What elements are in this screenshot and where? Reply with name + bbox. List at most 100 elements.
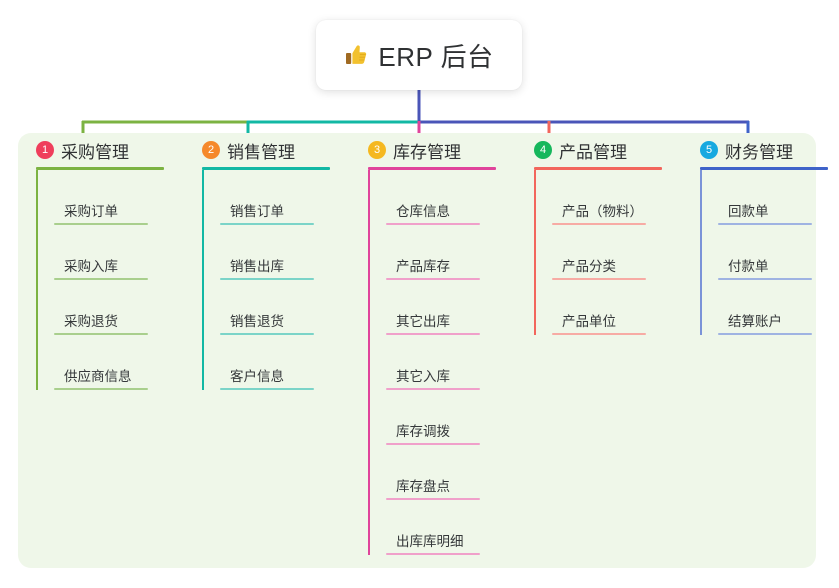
column-items-1: 采购订单采购入库采购退货供应商信息 bbox=[36, 170, 184, 390]
leaf-item[interactable]: 销售订单 bbox=[220, 170, 350, 225]
column-badge-1: 1 bbox=[36, 141, 54, 159]
leaf-item[interactable]: 库存盘点 bbox=[386, 445, 516, 500]
leaf-item[interactable]: 产品单位 bbox=[552, 280, 682, 335]
leaf-label: 采购退货 bbox=[64, 314, 118, 329]
leaf-item[interactable]: 客户信息 bbox=[220, 335, 350, 390]
column-title-4: 产品管理 bbox=[559, 142, 627, 162]
column-badge-2: 2 bbox=[202, 141, 220, 159]
column-rule-5 bbox=[700, 167, 828, 170]
leaf-item[interactable]: 采购订单 bbox=[54, 170, 184, 225]
leaf-item[interactable]: 付款单 bbox=[718, 225, 839, 280]
leaf-label: 付款单 bbox=[728, 259, 769, 274]
leaf-item[interactable]: 产品分类 bbox=[552, 225, 682, 280]
column-container: 1 采购管理采购订单采购入库采购退货供应商信息 2 销售管理销售订单销售出库销售退货客… bbox=[18, 133, 828, 568]
leaf-item[interactable]: 仓库信息 bbox=[386, 170, 516, 225]
leaf-label: 回款单 bbox=[728, 204, 769, 219]
column-title-3: 库存管理 bbox=[393, 142, 461, 162]
leaf-item[interactable]: 结算账户 bbox=[718, 280, 839, 335]
leaf-rule bbox=[386, 333, 480, 335]
leaf-rule bbox=[386, 498, 480, 500]
leaf-item[interactable]: 其它入库 bbox=[386, 335, 516, 390]
column-rule-1 bbox=[36, 167, 164, 170]
column-2: 2 销售管理销售订单销售出库销售退货客户信息 bbox=[184, 133, 350, 568]
leaf-rule bbox=[54, 388, 148, 390]
column-rule-2 bbox=[202, 167, 330, 170]
leaf-item[interactable]: 产品库存 bbox=[386, 225, 516, 280]
column-3: 3 库存管理仓库信息产品库存其它出库其它入库库存调拨库存盘点出库库明细 bbox=[350, 133, 516, 568]
leaf-label: 供应商信息 bbox=[64, 369, 132, 384]
root-node[interactable]: ERP 后台 bbox=[316, 20, 522, 90]
leaf-rule bbox=[718, 333, 812, 335]
leaf-rule bbox=[220, 388, 314, 390]
leaf-item[interactable]: 销售出库 bbox=[220, 225, 350, 280]
leaf-label: 库存调拨 bbox=[396, 424, 450, 439]
column-badge-5: 5 bbox=[700, 141, 718, 159]
leaf-label: 产品分类 bbox=[562, 259, 616, 274]
column-items-3: 仓库信息产品库存其它出库其它入库库存调拨库存盘点出库库明细 bbox=[368, 170, 516, 555]
leaf-label: 产品（物料） bbox=[562, 204, 643, 219]
leaf-rule bbox=[552, 223, 646, 225]
column-4: 4 产品管理产品（物料） 产品分类产品单位 bbox=[516, 133, 682, 568]
column-badge-4: 4 bbox=[534, 141, 552, 159]
column-spine-3 bbox=[368, 170, 370, 555]
leaf-rule bbox=[386, 278, 480, 280]
column-badge-3: 3 bbox=[368, 141, 386, 159]
leaf-rule bbox=[54, 278, 148, 280]
leaf-rule bbox=[386, 223, 480, 225]
column-items-5: 回款单付款单结算账户 bbox=[700, 170, 839, 335]
column-title-2: 销售管理 bbox=[227, 142, 295, 162]
thumbs-up-icon bbox=[344, 43, 368, 67]
column-spine-1 bbox=[36, 170, 38, 390]
leaf-item[interactable]: 采购入库 bbox=[54, 225, 184, 280]
column-items-2: 销售订单销售出库销售退货客户信息 bbox=[202, 170, 350, 390]
leaf-item[interactable]: 采购退货 bbox=[54, 280, 184, 335]
leaf-label: 销售订单 bbox=[230, 204, 284, 219]
leaf-item[interactable]: 出库库明细 bbox=[386, 500, 516, 555]
leaf-rule bbox=[386, 388, 480, 390]
leaf-label: 其它出库 bbox=[396, 314, 450, 329]
column-spine-5 bbox=[700, 170, 702, 335]
leaf-item[interactable]: 销售退货 bbox=[220, 280, 350, 335]
column-header-1[interactable]: 1 采购管理 bbox=[32, 133, 184, 167]
column-title-1: 采购管理 bbox=[61, 142, 129, 162]
leaf-rule bbox=[54, 333, 148, 335]
column-header-3[interactable]: 3 库存管理 bbox=[364, 133, 516, 167]
leaf-label: 销售出库 bbox=[230, 259, 284, 274]
leaf-label: 客户信息 bbox=[230, 369, 284, 384]
leaf-rule bbox=[386, 443, 480, 445]
leaf-item[interactable]: 产品（物料） bbox=[552, 170, 682, 225]
leaf-label: 销售退货 bbox=[230, 314, 284, 329]
leaf-label: 库存盘点 bbox=[396, 479, 450, 494]
leaf-rule bbox=[552, 278, 646, 280]
column-spine-4 bbox=[534, 170, 536, 335]
column-header-4[interactable]: 4 产品管理 bbox=[530, 133, 682, 167]
leaf-label: 其它入库 bbox=[396, 369, 450, 384]
leaf-label: 出库库明细 bbox=[396, 534, 464, 549]
leaf-label: 结算账户 bbox=[728, 314, 782, 329]
column-items-4: 产品（物料） 产品分类产品单位 bbox=[534, 170, 682, 335]
leaf-rule bbox=[552, 333, 646, 335]
leaf-item[interactable]: 供应商信息 bbox=[54, 335, 184, 390]
leaf-label: 仓库信息 bbox=[396, 204, 450, 219]
leaf-rule bbox=[718, 223, 812, 225]
leaf-rule bbox=[718, 278, 812, 280]
leaf-rule bbox=[220, 223, 314, 225]
column-title-5: 财务管理 bbox=[725, 142, 793, 162]
leaf-label: 采购订单 bbox=[64, 204, 118, 219]
column-rule-4 bbox=[534, 167, 662, 170]
leaf-item[interactable]: 回款单 bbox=[718, 170, 839, 225]
column-header-2[interactable]: 2 销售管理 bbox=[198, 133, 350, 167]
leaf-rule bbox=[386, 553, 480, 555]
leaf-item[interactable]: 库存调拨 bbox=[386, 390, 516, 445]
root-title: ERP 后台 bbox=[378, 41, 494, 72]
diagram-panel bbox=[18, 133, 816, 568]
column-header-5[interactable]: 5 财务管理 bbox=[696, 133, 839, 167]
leaf-label: 产品单位 bbox=[562, 314, 616, 329]
leaf-item[interactable]: 其它出库 bbox=[386, 280, 516, 335]
column-1: 1 采购管理采购订单采购入库采购退货供应商信息 bbox=[18, 133, 184, 568]
leaf-rule bbox=[220, 278, 314, 280]
column-rule-3 bbox=[368, 167, 496, 170]
column-5: 5 财务管理回款单付款单结算账户 bbox=[682, 133, 839, 568]
leaf-label: 采购入库 bbox=[64, 259, 118, 274]
